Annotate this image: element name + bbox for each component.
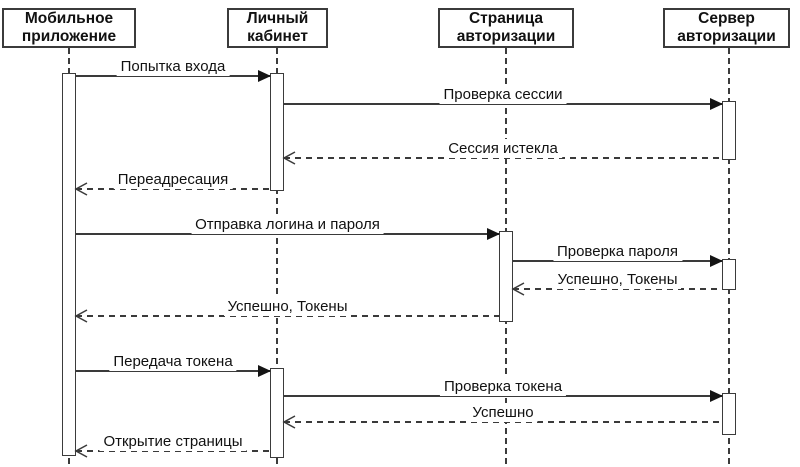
message-redirect: Переадресация bbox=[74, 170, 270, 196]
message-label: Проверка сессии bbox=[439, 85, 567, 104]
message-label: Успешно bbox=[468, 403, 538, 422]
filled-arrowhead-icon bbox=[258, 365, 271, 377]
message-label: Открытие страницы bbox=[99, 432, 247, 451]
open-arrowhead-icon bbox=[282, 415, 296, 429]
message-label: Переадресация bbox=[113, 170, 233, 189]
message-label: Проверка пароля bbox=[552, 242, 683, 261]
message-password-check: Проверка пароля bbox=[513, 242, 723, 267]
activation-personal-account-1 bbox=[270, 73, 284, 191]
message-label: Успешно, Токены bbox=[553, 270, 682, 289]
message-page-open: Открытие страницы bbox=[74, 432, 270, 458]
message-success-tokens-2: Успешно, Токены bbox=[74, 297, 499, 323]
open-arrowhead-icon bbox=[511, 282, 525, 296]
message-label: Отправка логина и пароля bbox=[191, 215, 384, 234]
activation-auth-server-1 bbox=[722, 101, 736, 160]
filled-arrowhead-icon bbox=[487, 228, 500, 240]
message-token-transfer: Передача токена bbox=[76, 352, 271, 377]
filled-arrowhead-icon bbox=[258, 70, 271, 82]
actor-name-line: Сервер bbox=[698, 10, 755, 27]
actor-box-mobile-app: Мобильное приложение bbox=[2, 8, 136, 48]
message-session-check: Проверка сессии bbox=[284, 85, 723, 110]
actor-box-personal-account: Личный кабинет bbox=[227, 8, 328, 48]
actor-name-line: кабинет bbox=[247, 28, 308, 45]
lifeline-auth-server bbox=[728, 48, 730, 467]
lifeline-personal-account bbox=[276, 48, 278, 467]
message-login-attempt: Попытка входа bbox=[76, 57, 271, 82]
open-arrowhead-icon bbox=[74, 309, 88, 323]
open-arrowhead-icon bbox=[282, 151, 296, 165]
message-send-credentials: Отправка логина и пароля bbox=[76, 215, 500, 240]
activation-auth-page-1 bbox=[499, 231, 513, 322]
message-label: Попытка входа bbox=[116, 57, 230, 76]
message-success-tokens-1: Успешно, Токены bbox=[511, 270, 722, 296]
message-session-expired: Сессия истекла bbox=[282, 139, 722, 165]
activation-auth-server-2 bbox=[722, 259, 736, 290]
actor-box-auth-page: Страница авторизации bbox=[438, 8, 574, 48]
message-success: Успешно bbox=[282, 403, 722, 429]
filled-arrowhead-icon bbox=[710, 255, 723, 267]
actor-name-line: Страница bbox=[468, 10, 544, 27]
message-label: Сессия истекла bbox=[444, 139, 562, 158]
message-label: Передача токена bbox=[109, 352, 237, 371]
message-label: Проверка токена bbox=[439, 377, 567, 396]
filled-arrowhead-icon bbox=[710, 98, 723, 110]
actor-box-auth-server: Сервер авторизации bbox=[663, 8, 790, 48]
actor-name-line: Личный bbox=[246, 10, 309, 27]
activation-auth-server-3 bbox=[722, 393, 736, 435]
actor-name-line: приложение bbox=[21, 28, 117, 45]
actor-name-line: авторизации bbox=[677, 28, 776, 45]
message-token-check: Проверка токена bbox=[284, 377, 723, 402]
activation-mobile-app-1 bbox=[62, 73, 76, 456]
actor-name-line: Мобильное bbox=[24, 10, 114, 27]
open-arrowhead-icon bbox=[74, 444, 88, 458]
message-label: Успешно, Токены bbox=[223, 297, 352, 316]
actor-name-line: авторизации bbox=[456, 28, 556, 45]
open-arrowhead-icon bbox=[74, 182, 88, 196]
filled-arrowhead-icon bbox=[710, 390, 723, 402]
activation-personal-account-2 bbox=[270, 368, 284, 458]
